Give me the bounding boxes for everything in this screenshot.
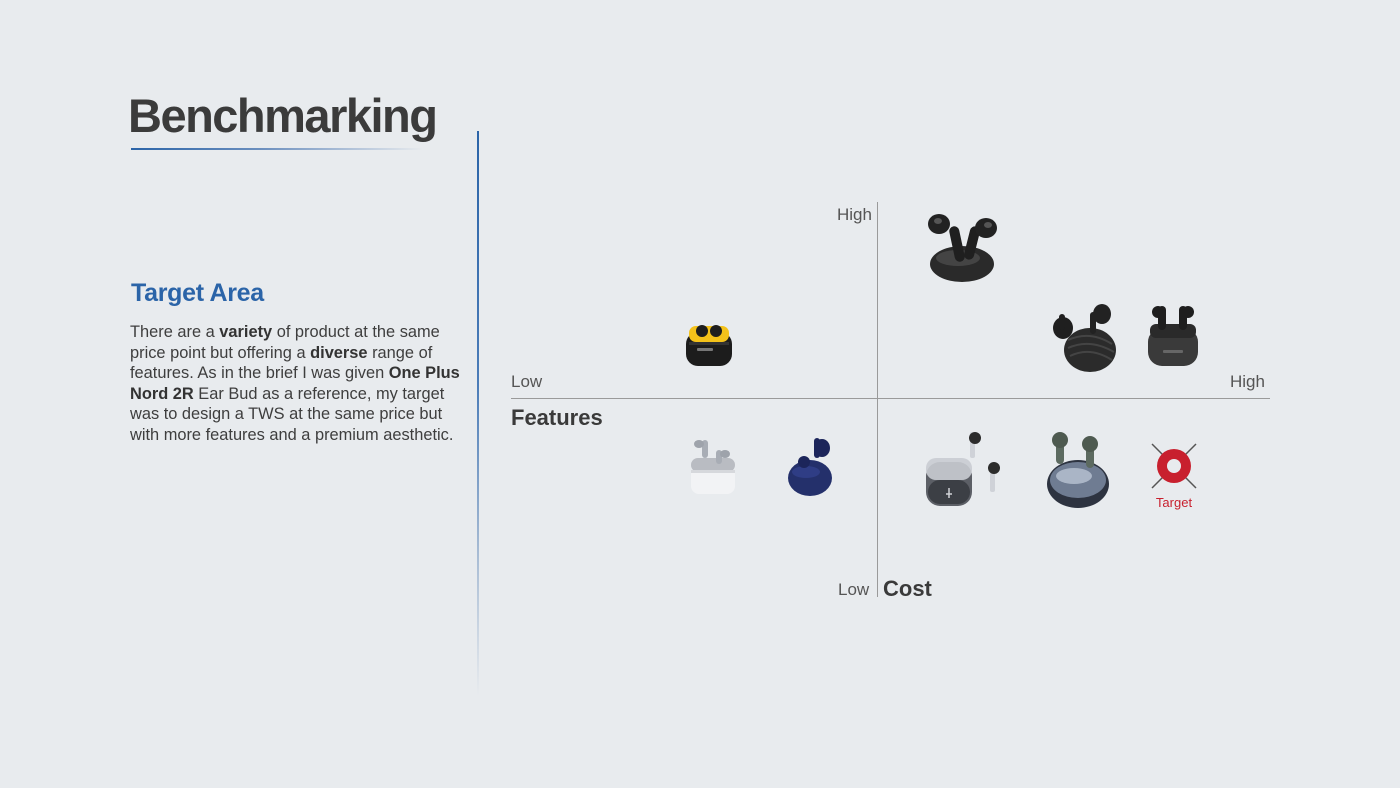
earbuds-white-case-product — [691, 440, 735, 494]
body-emphasis: One Plus Nord 2R — [130, 364, 460, 403]
features-high-label: High — [1230, 372, 1265, 391]
earbuds-chrome-case-product — [926, 432, 1000, 506]
body-emphasis: variety — [219, 323, 273, 341]
earbuds-black-stick-product — [928, 214, 997, 282]
body-text-run: Ear Bud as a reference, my target was to… — [130, 384, 454, 444]
body-text-run: There are a — [130, 323, 220, 341]
earbuds-navy-blue-product — [788, 438, 832, 496]
cost-axis-line — [877, 202, 878, 597]
features-axis-line — [511, 398, 1270, 399]
earbuds-yellow-black-case-product — [686, 325, 732, 366]
earbuds-black-textured-product — [1053, 304, 1116, 372]
cost-axis-title: Cost — [883, 576, 932, 601]
body-text-run: of product at the same price point but o… — [130, 323, 440, 362]
body-emphasis: diverse — [310, 343, 368, 362]
slide-title: Benchmarking — [128, 89, 438, 142]
target-label: Target — [1155, 495, 1193, 510]
earbuds-grey-case-product — [1148, 306, 1198, 366]
body-paragraph: There are a variety of product at the sa… — [130, 322, 460, 445]
cost-low-label: Low — [838, 580, 870, 599]
section-heading: Target Area — [131, 279, 264, 307]
earbuds-silver-blue-case-product — [1047, 432, 1109, 508]
vertical-divider — [477, 131, 479, 696]
features-low-label: Low — [511, 372, 543, 391]
cost-high-label: High — [837, 205, 872, 224]
body-text-run: range of features. As in the brief I was… — [130, 343, 433, 383]
target-marker-icon — [1151, 443, 1197, 489]
features-axis-title: Features — [511, 405, 603, 430]
title-underline — [131, 148, 423, 150]
